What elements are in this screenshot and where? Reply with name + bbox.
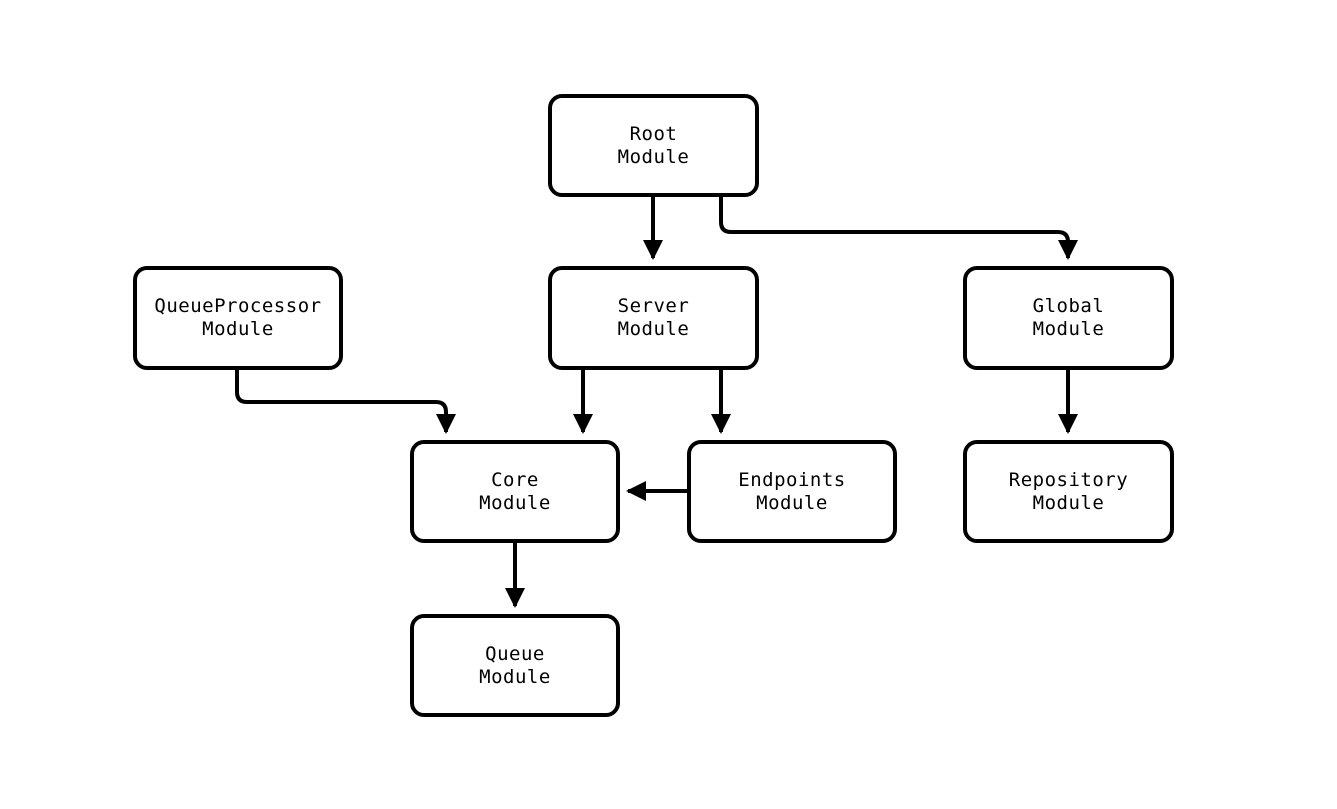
node-root-module-line1: Root <box>629 122 678 145</box>
node-endpoints-module-line2: Module <box>756 491 828 514</box>
node-endpoints-module[interactable]: Endpoints Module <box>687 440 897 543</box>
node-core-module[interactable]: Core Module <box>410 440 620 543</box>
edge-root-to-global <box>719 197 1078 260</box>
node-endpoints-module-line1: Endpoints <box>738 468 846 491</box>
node-core-module-line1: Core <box>491 468 539 491</box>
node-queue-module-line1: Queue <box>485 642 545 665</box>
node-server-module-line1: Server <box>617 295 690 317</box>
node-global-module-line2: Module <box>1032 318 1105 340</box>
node-global-module[interactable]: Global Module <box>963 266 1174 370</box>
node-queue-module-line2: Module <box>479 665 551 688</box>
node-queueprocessor-module-line2: Module <box>202 318 274 340</box>
node-repository-module[interactable]: Repository Module <box>963 440 1174 543</box>
node-server-module[interactable]: Server Module <box>548 266 759 370</box>
node-queueprocessor-module[interactable]: QueueProcessor Module <box>133 266 343 370</box>
node-queue-module[interactable]: Queue Module <box>410 614 620 717</box>
edge-queueprocessor-to-core <box>235 370 456 434</box>
node-repository-module-line1: Repository <box>1008 468 1129 491</box>
node-global-module-line1: Global <box>1032 295 1105 317</box>
node-core-module-line2: Module <box>479 491 551 514</box>
node-queueprocessor-module-line1: QueueProcessor <box>154 295 322 317</box>
node-root-module[interactable]: Root Module <box>548 94 759 197</box>
node-root-module-line2: Module <box>617 145 690 168</box>
node-repository-module-line2: Module <box>1032 491 1105 514</box>
node-server-module-line2: Module <box>617 318 690 340</box>
